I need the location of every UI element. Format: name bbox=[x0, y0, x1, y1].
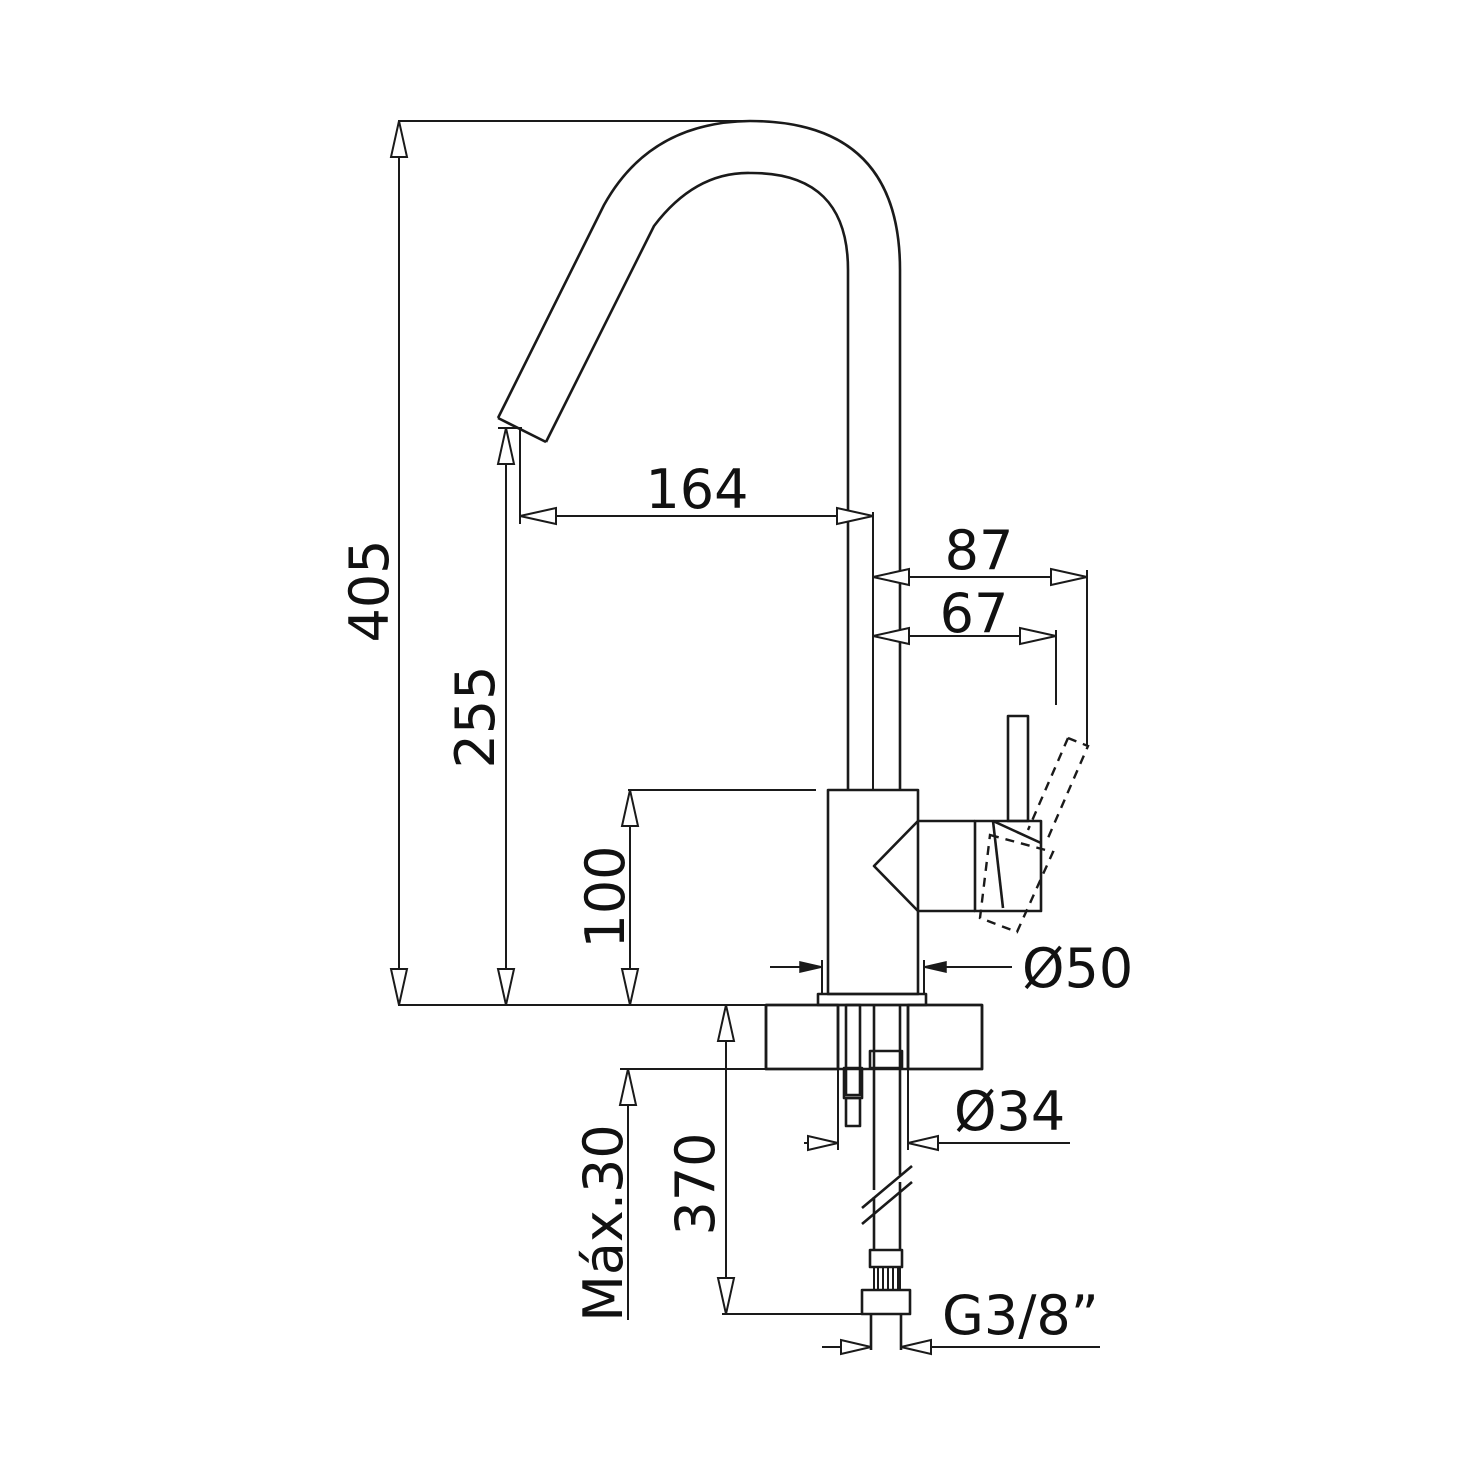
dim-total-height: 405 bbox=[338, 539, 401, 642]
dim-handle-reach-max: 87 bbox=[945, 519, 1014, 582]
dim-spout-height: 255 bbox=[444, 665, 507, 768]
dim-handle-reach: 67 bbox=[940, 582, 1009, 645]
lever-open-position bbox=[978, 736, 1090, 934]
under-counter-parts bbox=[842, 1003, 913, 1350]
dim-spout-reach: 164 bbox=[645, 458, 748, 521]
dim-max-counter-thickness: Máx.30 bbox=[572, 1124, 635, 1322]
dim-connection-thread: G3/8” bbox=[942, 1284, 1099, 1347]
connector-thread bbox=[873, 1266, 901, 1291]
dim-hose-length: 370 bbox=[664, 1132, 727, 1235]
dim-body-diameter: Ø50 bbox=[1022, 937, 1133, 1000]
dim-hole-diameter: Ø34 bbox=[954, 1080, 1065, 1143]
dim-body-height: 100 bbox=[574, 845, 637, 948]
dimension-labels: 405 255 100 164 87 67 Ø50 Ø34 Máx.30 370… bbox=[338, 458, 1133, 1347]
dimension-lines bbox=[389, 120, 1100, 1356]
